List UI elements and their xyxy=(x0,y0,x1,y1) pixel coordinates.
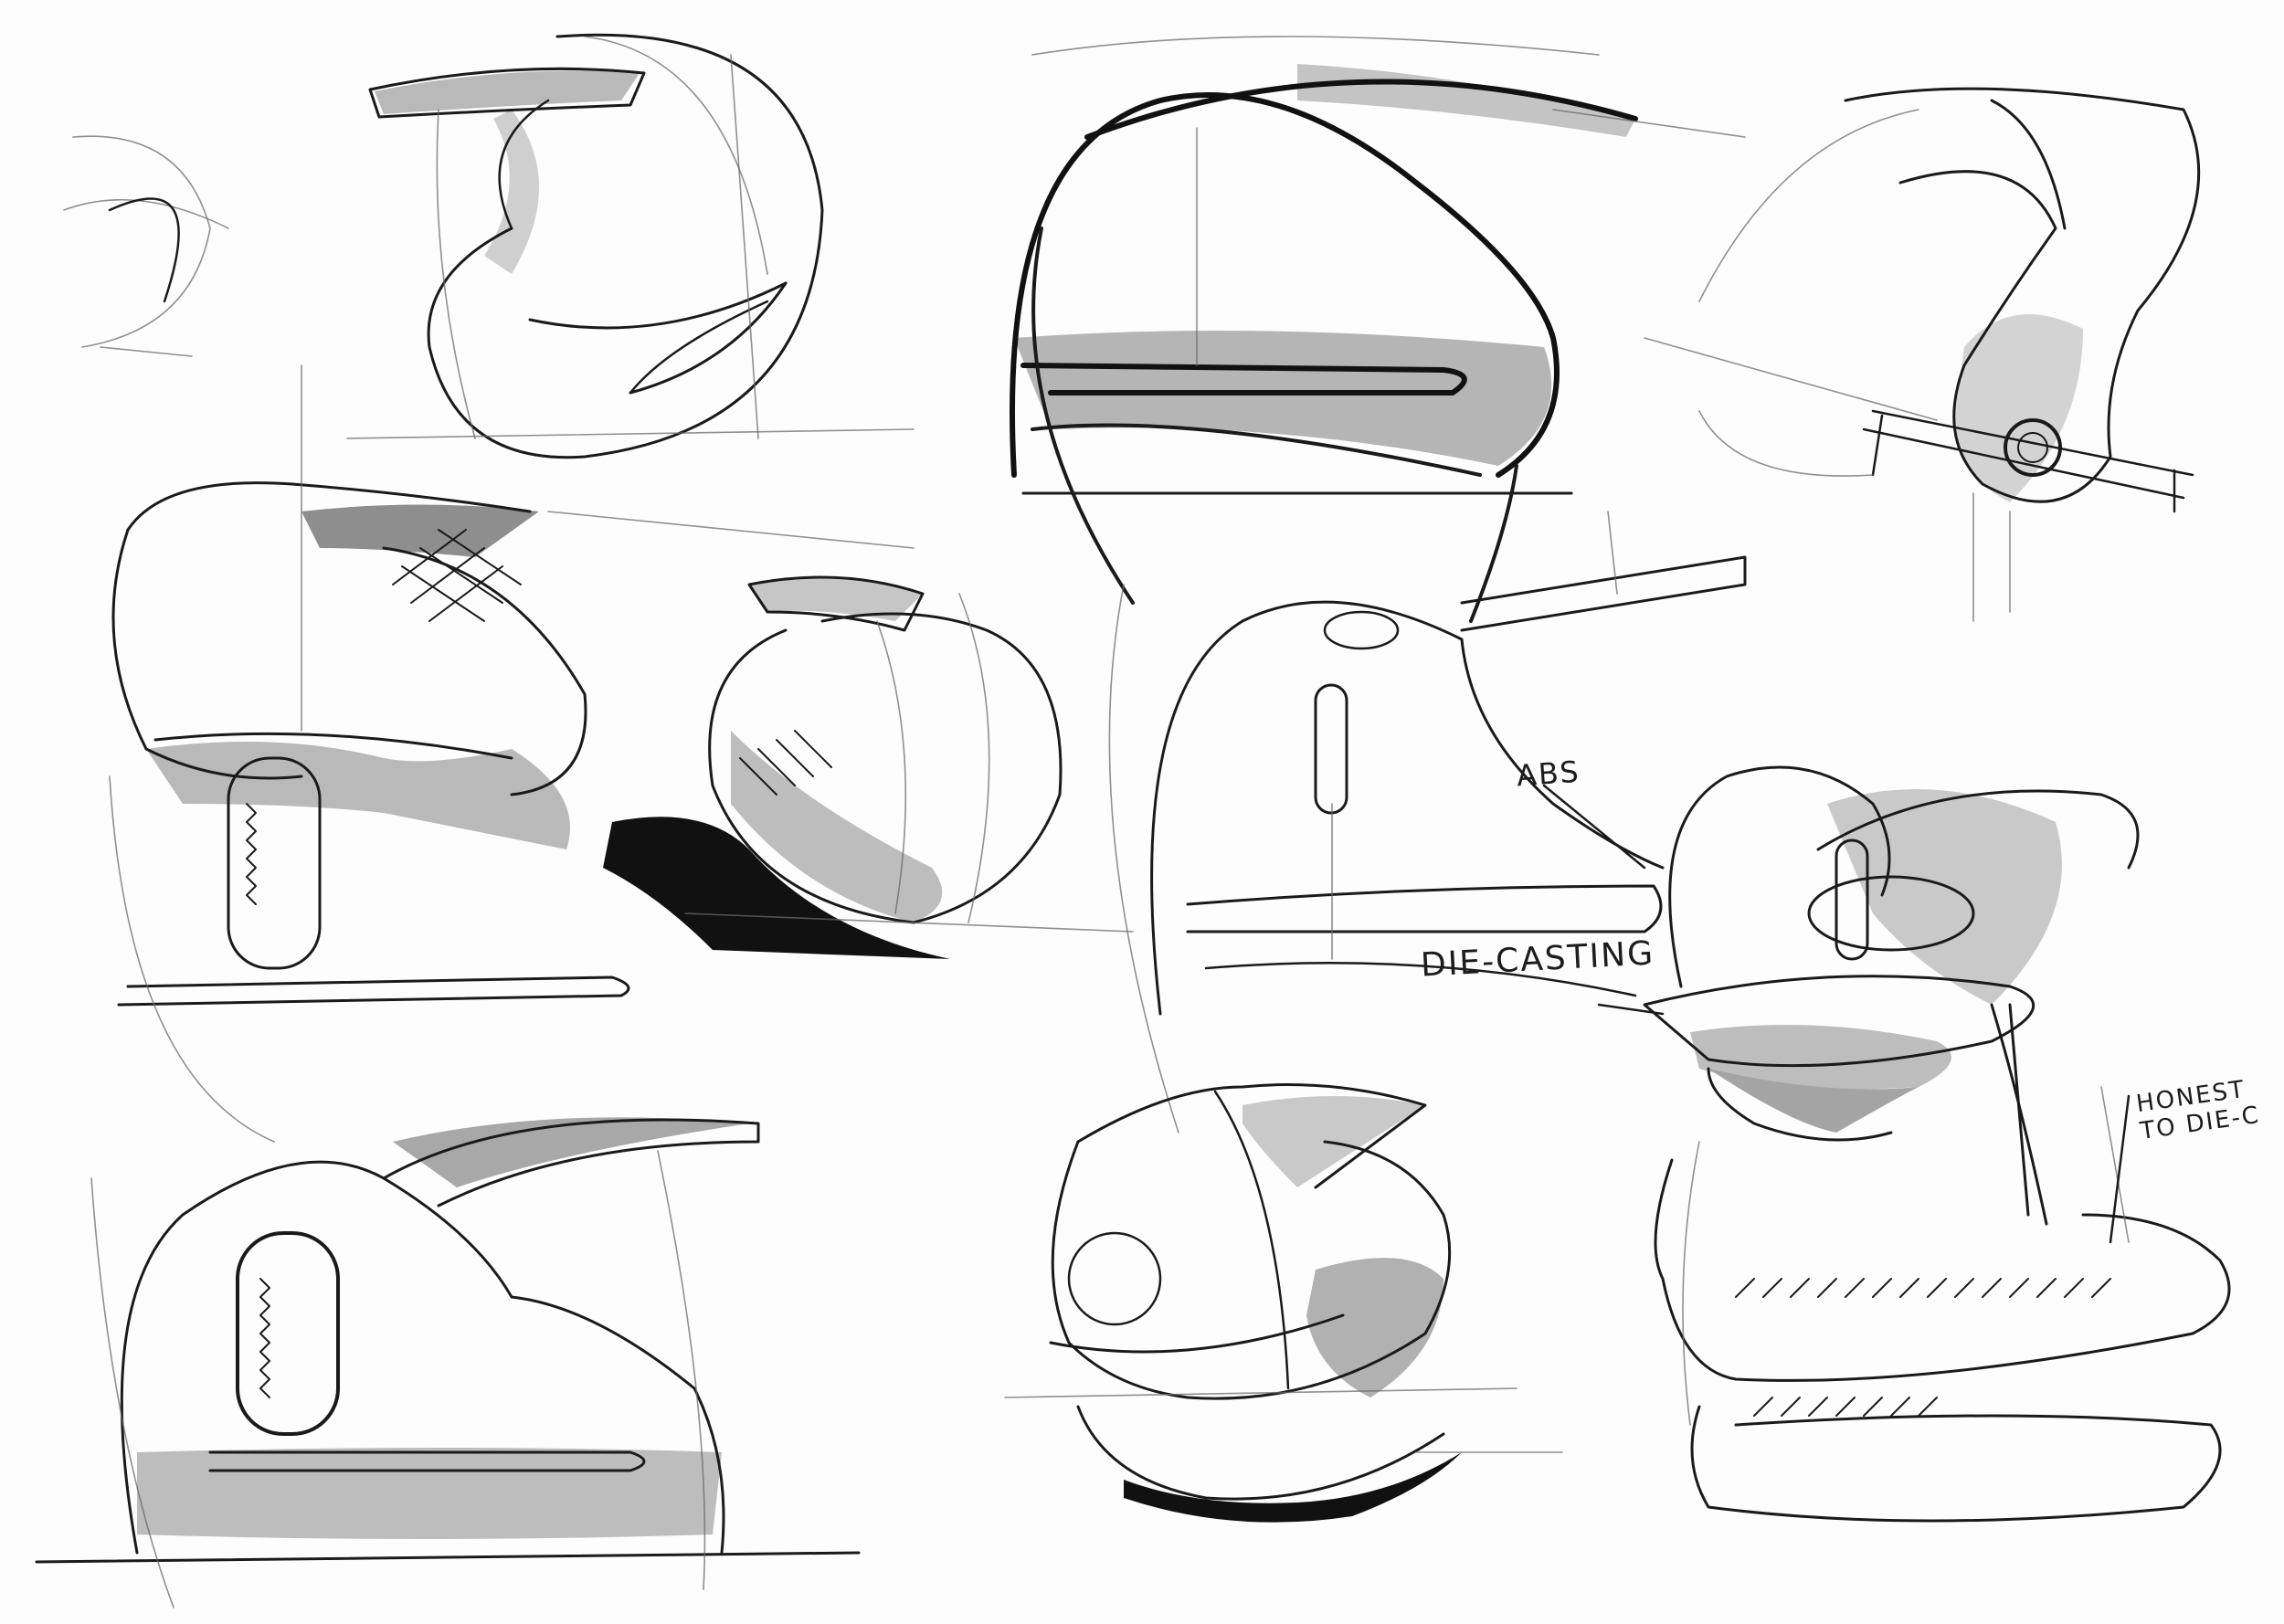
concept-sketch-4 xyxy=(109,364,915,1143)
annotation-abs: ABS xyxy=(1515,754,1581,794)
sketch-fragment-left xyxy=(63,135,229,357)
concept-sketch-1 xyxy=(346,33,915,459)
concept-sketch-3 xyxy=(1644,87,2201,622)
concept-sketch-9 xyxy=(1004,1083,1563,1523)
concept-sketch-8 xyxy=(35,1117,861,1608)
concept-sketch-5 xyxy=(603,575,1134,959)
concept-sketch-2 xyxy=(1010,36,1746,623)
concept-sketch-7 xyxy=(1643,765,2231,1523)
concept-sketch-6 xyxy=(1108,511,1747,1134)
